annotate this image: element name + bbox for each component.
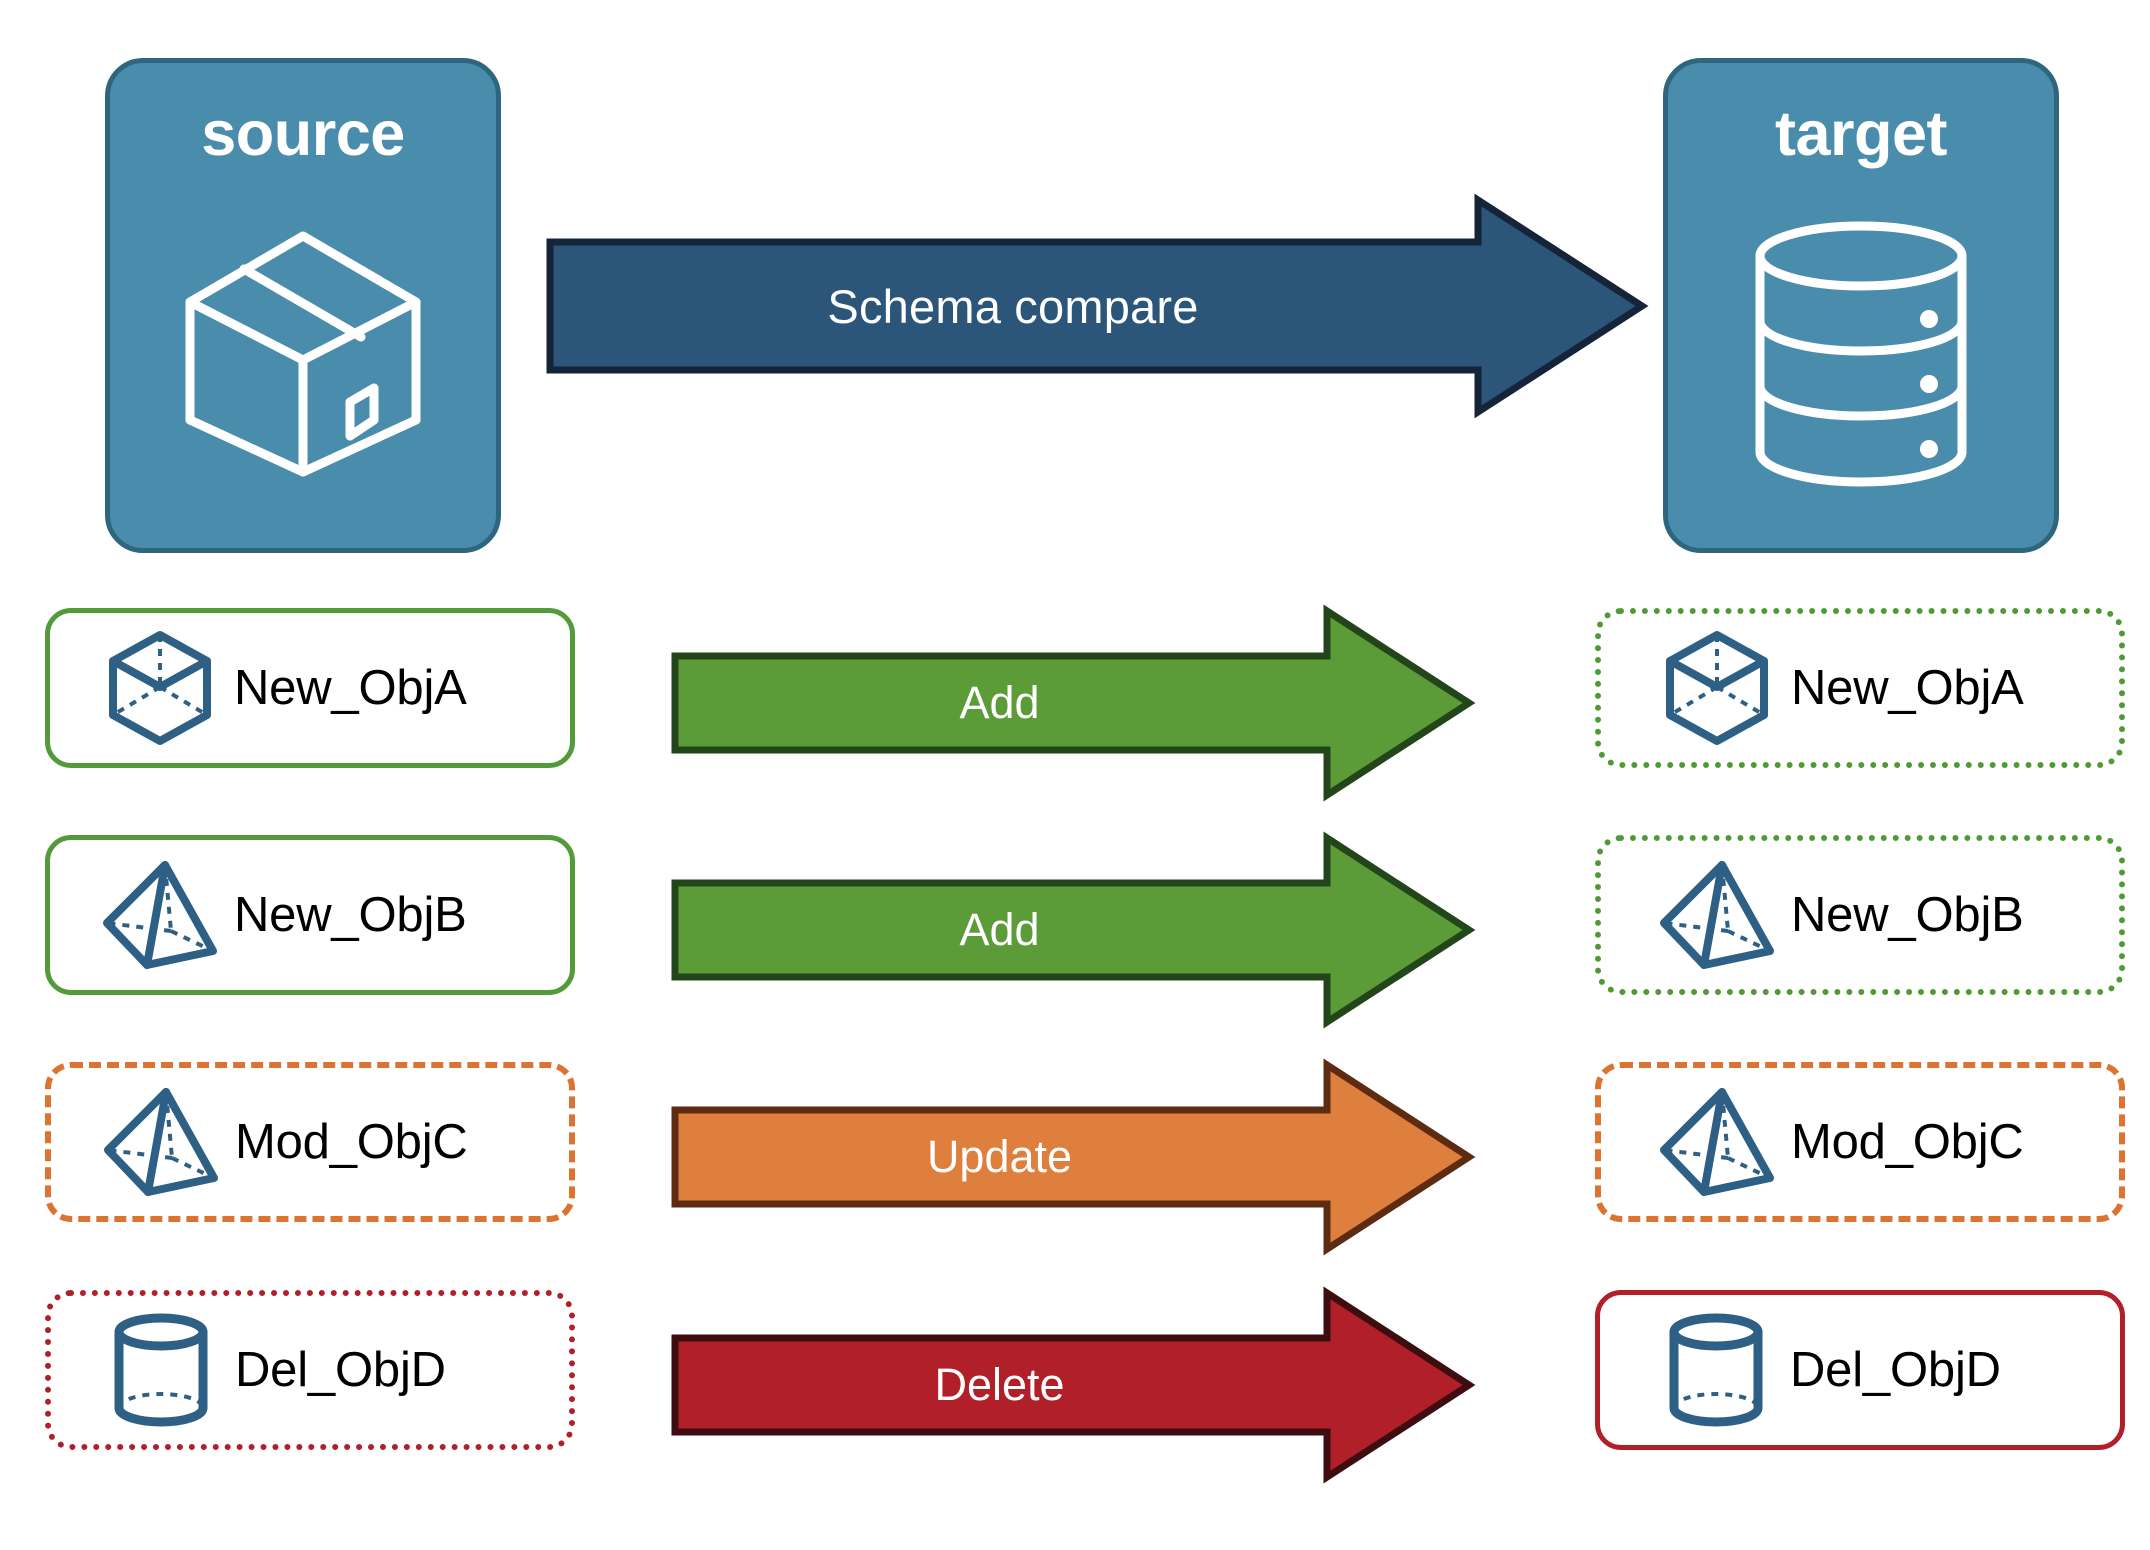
source-object-card[interactable]: New_ObjA [45, 608, 575, 768]
object-row: Mod_ObjC Update [0, 1058, 2150, 1256]
source-object-label: Mod_ObjC [235, 1115, 468, 1169]
source-object-label: New_ObjA [234, 661, 467, 715]
add-action-arrow: Add [671, 831, 1476, 1029]
object-row: New_ObjB Add [0, 831, 2150, 1029]
package-box-icon [110, 160, 496, 548]
wireframe-cylinder-icon [1656, 1312, 1776, 1428]
wireframe-cylinder-icon [101, 1312, 221, 1428]
target-object-card[interactable]: New_ObjA [1595, 608, 2125, 768]
wireframe-pyramid-icon [1657, 1086, 1777, 1198]
database-cylinder-icon [1668, 160, 2054, 548]
wireframe-pyramid-icon [1657, 859, 1777, 971]
wireframe-cube-icon [1657, 629, 1777, 747]
target-object-card[interactable]: Del_ObjD [1595, 1290, 2125, 1450]
object-row: New_ObjA Add [0, 604, 2150, 802]
target-object-label: Del_ObjD [1790, 1343, 2001, 1397]
target-object-card[interactable]: Mod_ObjC [1595, 1062, 2125, 1222]
add-action-arrow: Add [671, 604, 1476, 802]
update-action-arrow: Update [671, 1058, 1476, 1256]
source-object-label: New_ObjB [234, 888, 467, 942]
delete-action-arrow: Delete [671, 1286, 1476, 1484]
target-endpoint-panel: target [1663, 58, 2059, 553]
wireframe-pyramid-icon [100, 859, 220, 971]
source-object-card[interactable]: New_ObjB [45, 835, 575, 995]
target-title: target [1774, 99, 1948, 169]
schema-compare-arrow: Schema compare [546, 193, 1649, 419]
target-object-card[interactable]: New_ObjB [1595, 835, 2125, 995]
wireframe-cube-icon [100, 629, 220, 747]
object-row: Del_ObjD Delete Del_ObjD [0, 1286, 2150, 1484]
wireframe-pyramid-icon [101, 1086, 221, 1198]
source-title: source [201, 99, 405, 169]
target-object-label: New_ObjA [1791, 661, 2024, 715]
source-object-card[interactable]: Del_ObjD [45, 1290, 575, 1450]
target-object-label: Mod_ObjC [1791, 1115, 2024, 1169]
target-object-label: New_ObjB [1791, 888, 2024, 942]
source-endpoint-panel: source [105, 58, 501, 553]
source-object-label: Del_ObjD [235, 1343, 446, 1397]
source-object-card[interactable]: Mod_ObjC [45, 1062, 575, 1222]
